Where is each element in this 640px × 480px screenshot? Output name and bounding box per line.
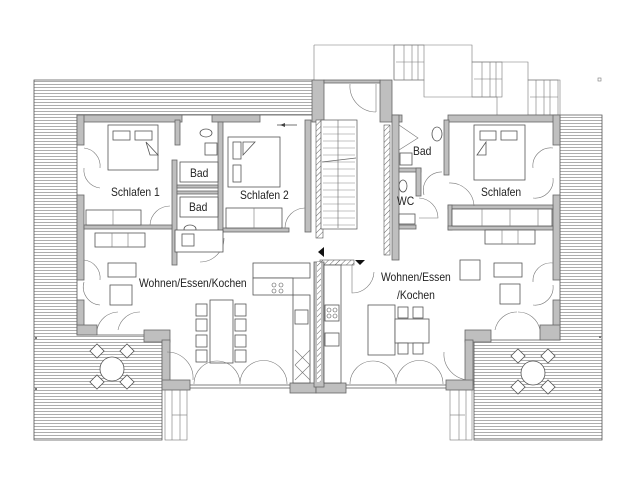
right-interior-walls xyxy=(391,114,554,261)
right-furniture xyxy=(323,124,601,441)
exterior-walls xyxy=(76,79,561,394)
stairwell xyxy=(315,83,391,266)
room-label-wohnen-essen-kochen-left: Wohnen/Essen/Kochen xyxy=(139,276,247,290)
room-label-schlafen-2: Schlafen 2 xyxy=(240,188,289,202)
left-furniture xyxy=(35,123,311,441)
room-label-bad-right: Bad xyxy=(413,144,432,158)
room-label-schlafen-1: Schlafen 1 xyxy=(111,185,160,199)
room-label-wc: WC xyxy=(397,194,415,208)
room-label-wohnen-essen-right: Wohnen/Essen xyxy=(381,270,451,284)
room-label-bad-2: Bad xyxy=(189,200,208,214)
room-label-kochen-right: /Kochen xyxy=(397,288,435,302)
room-label-bad-1: Bad xyxy=(190,166,209,180)
party-wall xyxy=(313,261,325,388)
room-label-schlafen-right: Schlafen xyxy=(481,185,522,199)
